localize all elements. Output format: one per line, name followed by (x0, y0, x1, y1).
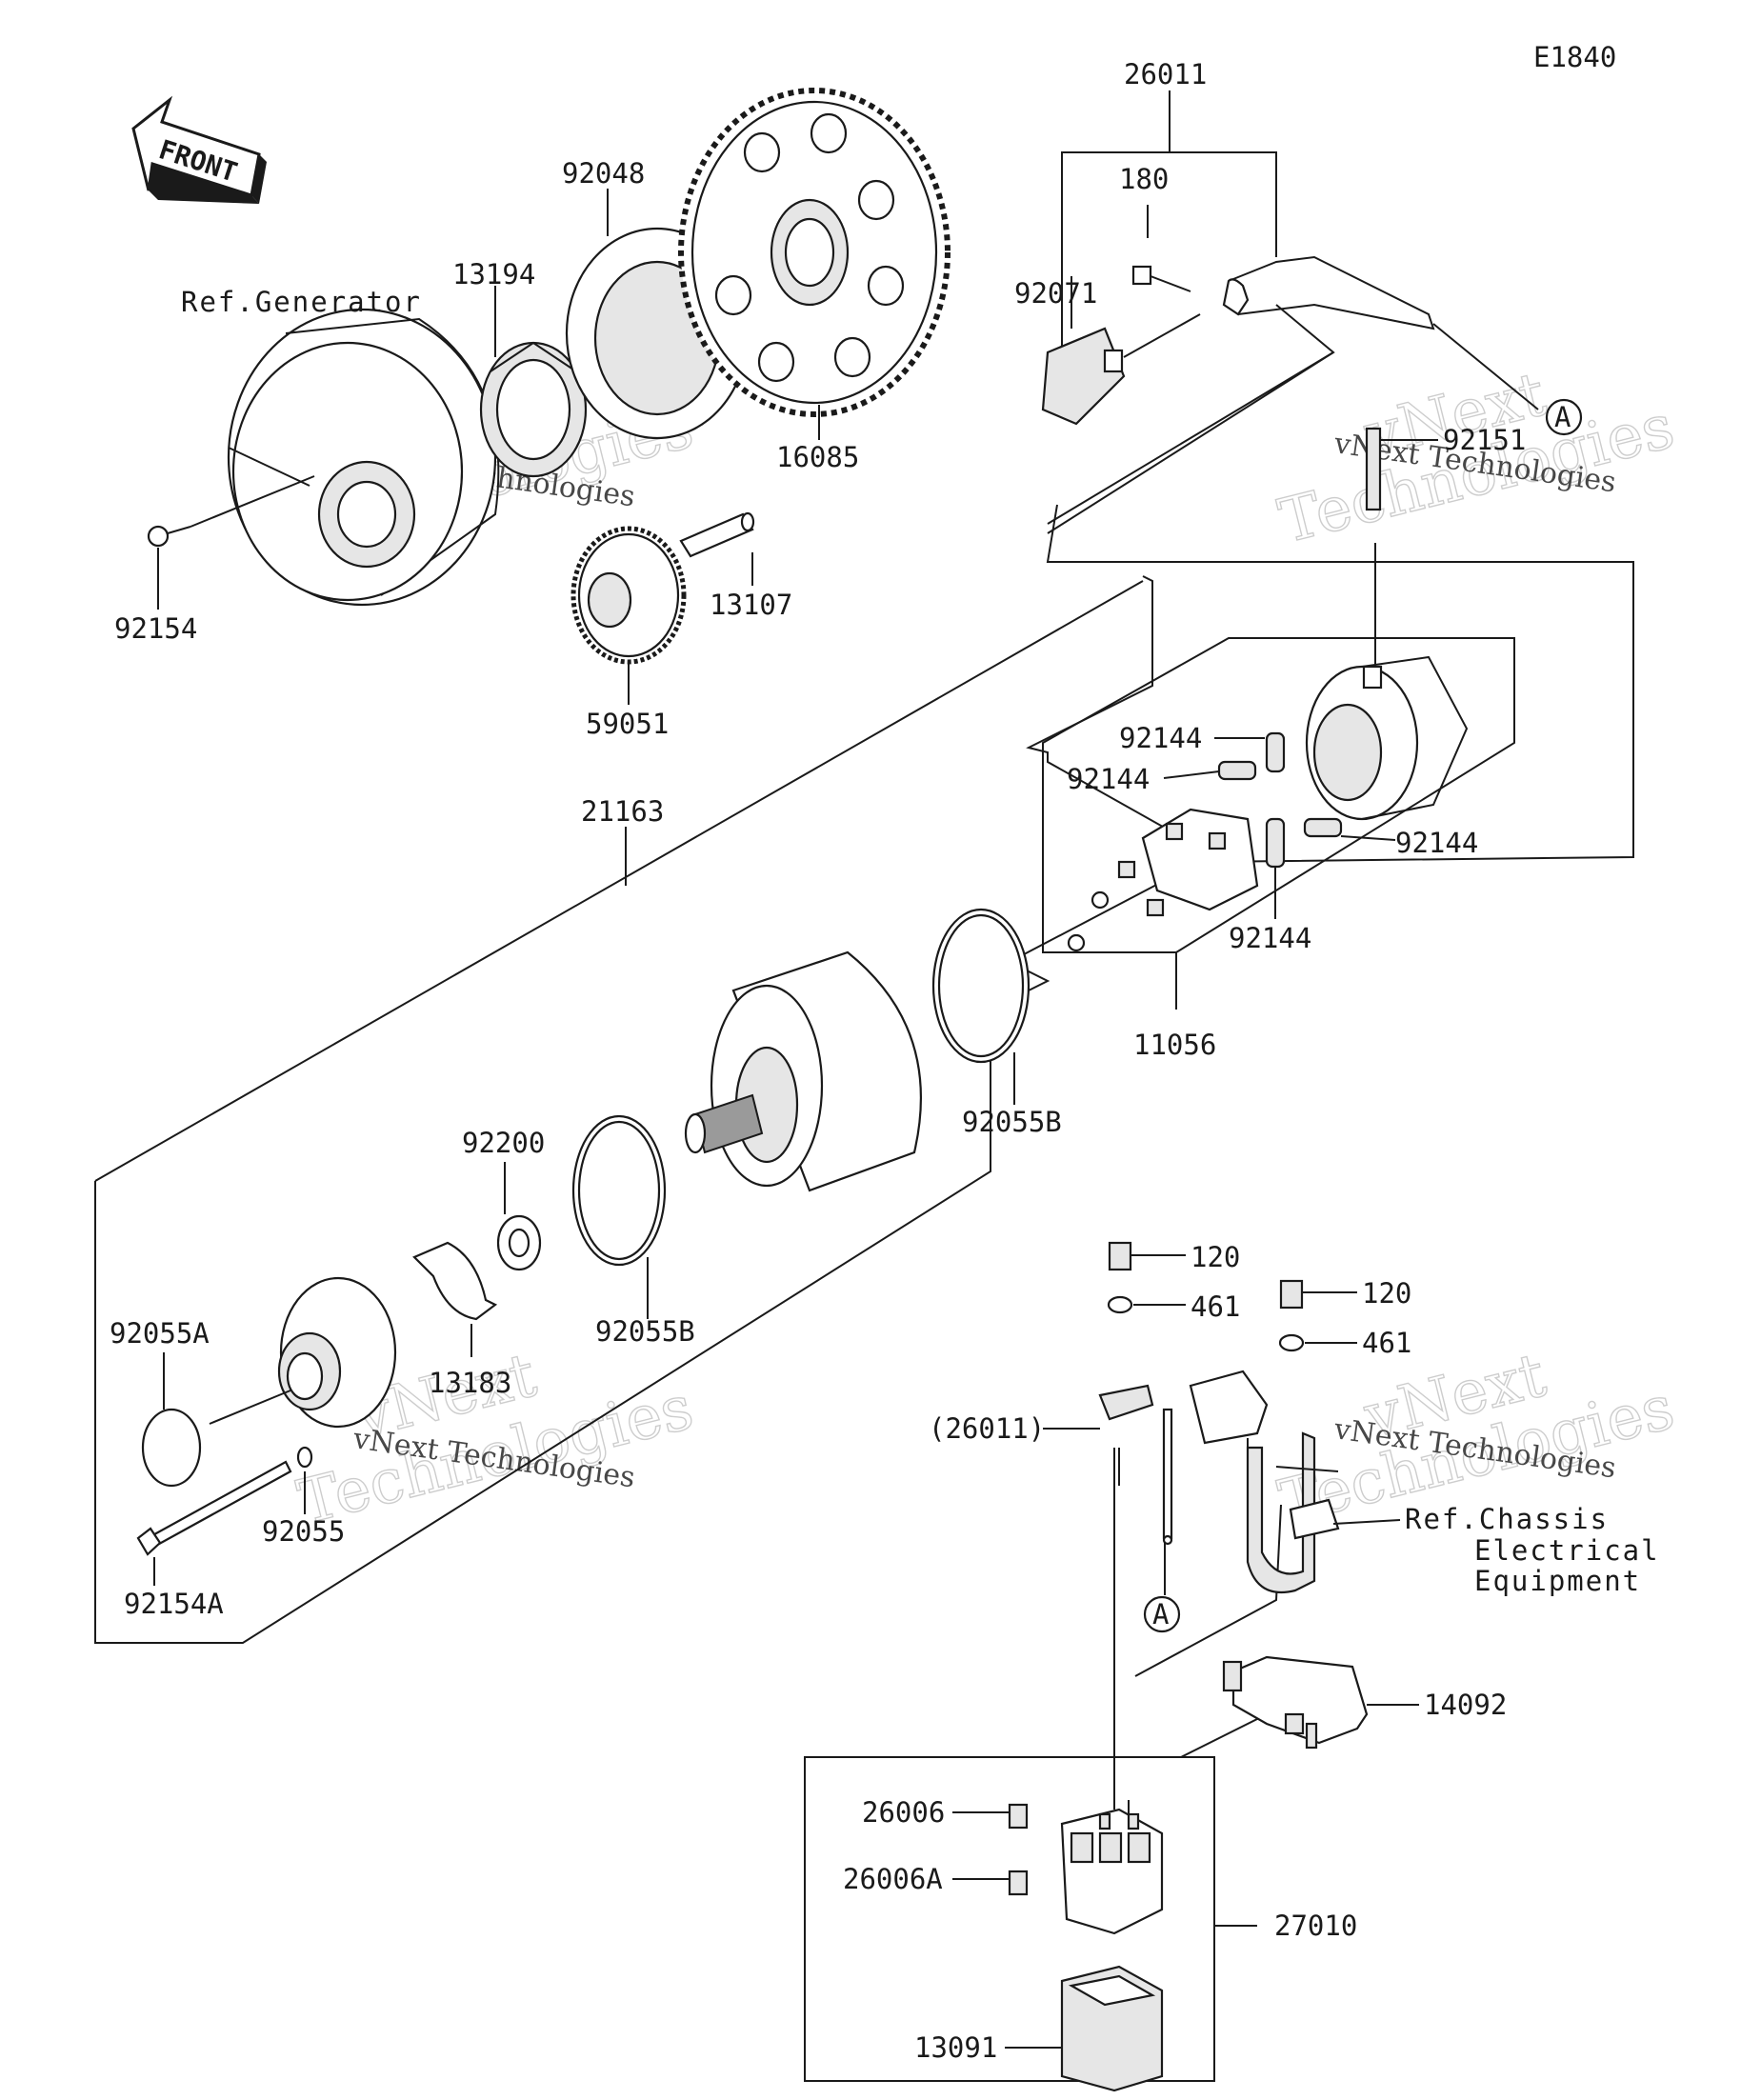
clutch-13194 (479, 286, 588, 478)
label-92144-a: 92144 (1119, 722, 1202, 754)
callout-a-top-text: A (1554, 401, 1571, 433)
generator-rotor (227, 308, 500, 607)
bolt-120-a (1108, 1241, 1186, 1271)
brush-springs (1163, 731, 1396, 919)
label-26011: 26011 (1124, 58, 1207, 90)
gear-16085 (678, 88, 951, 440)
bolt-92154a (136, 1460, 292, 1586)
plate-13183 (412, 1241, 498, 1357)
label-92055a: 92055A (110, 1317, 210, 1350)
motor-yoke (684, 950, 922, 1192)
relay-cover-14092 (1222, 1655, 1419, 1750)
label-92055b-mid: 92055B (595, 1315, 695, 1348)
label-92048: 92048 (562, 157, 645, 190)
label-ref-chassis-1: Ref.Chassis (1405, 1503, 1609, 1535)
relay-frame (804, 1713, 1268, 2082)
relay-27010 (1060, 1808, 1257, 1935)
cap-92071 (1041, 276, 1201, 426)
label-461-b: 461 (1362, 1327, 1411, 1359)
label-ref-chassis-2: Electrical (1474, 1534, 1660, 1567)
terminal-bolt-92151 (1365, 427, 1438, 511)
label-21163: 21163 (581, 795, 664, 828)
callout-a-bottom-text: A (1152, 1598, 1169, 1630)
label-ref-chassis-3: Equipment (1474, 1565, 1641, 1597)
label-92055: 92055 (262, 1515, 345, 1548)
label-11056: 11056 (1133, 1029, 1216, 1061)
gear-59051 (570, 526, 687, 705)
label-92154a: 92154A (124, 1588, 224, 1620)
relay-case-13091 (1005, 1965, 1164, 2092)
label-120-b: 120 (1362, 1277, 1411, 1310)
front-arrow: FRONT (131, 95, 267, 204)
label-13091: 13091 (914, 2031, 997, 2064)
label-92151: 92151 (1443, 424, 1526, 456)
label-92144-d: 92144 (1229, 922, 1311, 954)
oring-92055a (141, 1352, 202, 1488)
callout-a-bottom: A (1143, 1543, 1181, 1633)
washer-461-b (1278, 1333, 1357, 1352)
label-14092: 14092 (1424, 1689, 1507, 1721)
label-13107: 13107 (710, 589, 792, 621)
label-ref-generator: Ref.Generator (181, 286, 422, 318)
cable-26011 (1131, 255, 1539, 410)
label-92055b-top: 92055B (962, 1106, 1062, 1138)
washer-92200 (496, 1162, 542, 1271)
end-cover (209, 1276, 397, 1429)
label-13183: 13183 (429, 1367, 511, 1399)
label-92144-b: 92144 (1067, 763, 1150, 795)
oring-92055b-mid (571, 1114, 667, 1319)
label-26006a: 26006A (843, 1863, 943, 1895)
label-92071: 92071 (1014, 277, 1097, 310)
brush-endplate (1305, 543, 1469, 821)
diagram-code: E1840 (1533, 41, 1616, 73)
washer-461-a (1107, 1295, 1186, 1314)
oring-92055b-top (931, 908, 1031, 1105)
label-120-a: 120 (1191, 1241, 1240, 1273)
label-26006: 26006 (862, 1796, 945, 1829)
leader-ref-chassis (1332, 1519, 1401, 1525)
label-26011-paren: (26011) (929, 1412, 1045, 1445)
shaft-13107 (679, 511, 755, 586)
label-92154: 92154 (114, 612, 197, 645)
label-180: 180 (1119, 163, 1169, 195)
callout-a-top: A (1545, 398, 1583, 436)
label-13194: 13194 (452, 258, 535, 290)
fuse-26006a (952, 1870, 1029, 1896)
label-59051: 59051 (586, 708, 669, 740)
oring-92055 (296, 1446, 313, 1514)
cable-26011-bracket (1047, 90, 1334, 534)
fuse-26006 (952, 1803, 1029, 1830)
label-27010: 27010 (1274, 1910, 1357, 1942)
wiring-harness (1098, 1370, 1340, 1810)
bolt-92154 (147, 475, 315, 610)
label-92200: 92200 (462, 1127, 545, 1159)
label-92144-c: 92144 (1395, 827, 1478, 859)
label-461-a: 461 (1191, 1290, 1240, 1323)
label-16085: 16085 (776, 441, 859, 473)
brush-plate (1067, 808, 1259, 952)
bolt-120-b (1279, 1279, 1357, 1310)
